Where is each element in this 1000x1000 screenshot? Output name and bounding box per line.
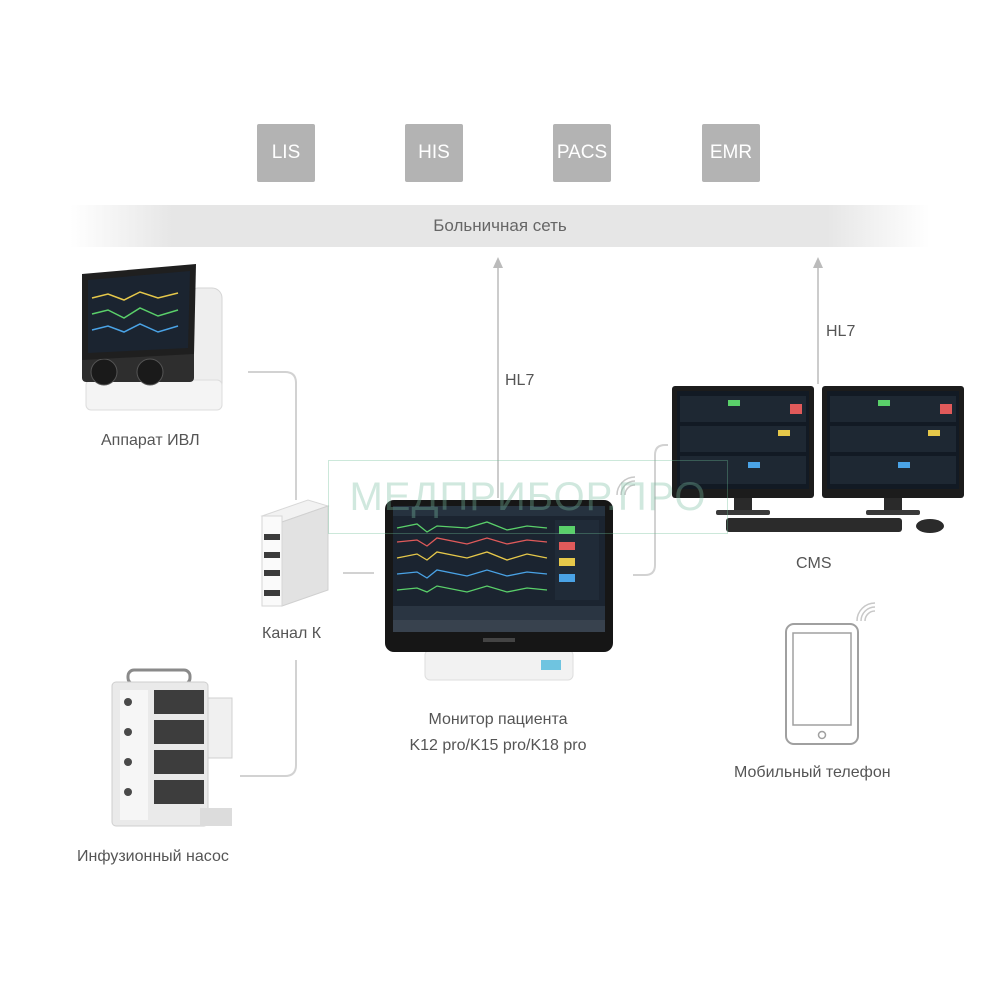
channel-k-device[interactable]: [258, 498, 330, 610]
ventilator-label: Аппарат ИВЛ: [101, 432, 200, 449]
mobile-phone-device[interactable]: [784, 622, 860, 746]
infusion-pump-device[interactable]: [104, 668, 236, 832]
cms-hl7-arrowhead: [813, 257, 823, 268]
monitor-hl7-arrowhead: [493, 257, 503, 268]
monitor-hl7-label: HL7: [505, 372, 535, 389]
system-lis[interactable]: LIS: [257, 124, 315, 182]
cms-workstation-device[interactable]: [668, 382, 968, 540]
monitor-cms-connector: [633, 444, 668, 576]
infusion-pump-label: Инфузионный насос: [77, 848, 229, 865]
ventilator-device[interactable]: [78, 262, 224, 412]
monitor-label-line2: K12 pro/K15 pro/K18 pro: [409, 737, 587, 754]
hospital-network: Больничная сеть: [70, 205, 930, 247]
cms-hl7-label: HL7: [826, 323, 856, 340]
patient-monitor-device[interactable]: [383, 498, 615, 684]
system-his[interactable]: HIS: [405, 124, 463, 182]
hospital-network-label: Больничная сеть: [433, 216, 567, 235]
mobile-label: Мобильный телефон: [734, 764, 891, 781]
watermark-text: МЕДПРИБОР.ПРО: [349, 474, 707, 519]
monitor-wifi-icon: [616, 476, 636, 496]
monitor-label-line1: Монитор пациента: [428, 711, 568, 728]
watermark-box: МЕДПРИБОР.ПРО: [328, 460, 728, 534]
ventilator-connector: [248, 371, 297, 500]
system-pacs[interactable]: PACS: [553, 124, 611, 182]
mobile-wifi-icon: [856, 602, 876, 622]
channel-k-label: Канал К: [262, 625, 322, 642]
pump-connector: [240, 660, 297, 777]
cms-label: CMS: [796, 555, 832, 572]
system-emr[interactable]: EMR: [702, 124, 760, 182]
